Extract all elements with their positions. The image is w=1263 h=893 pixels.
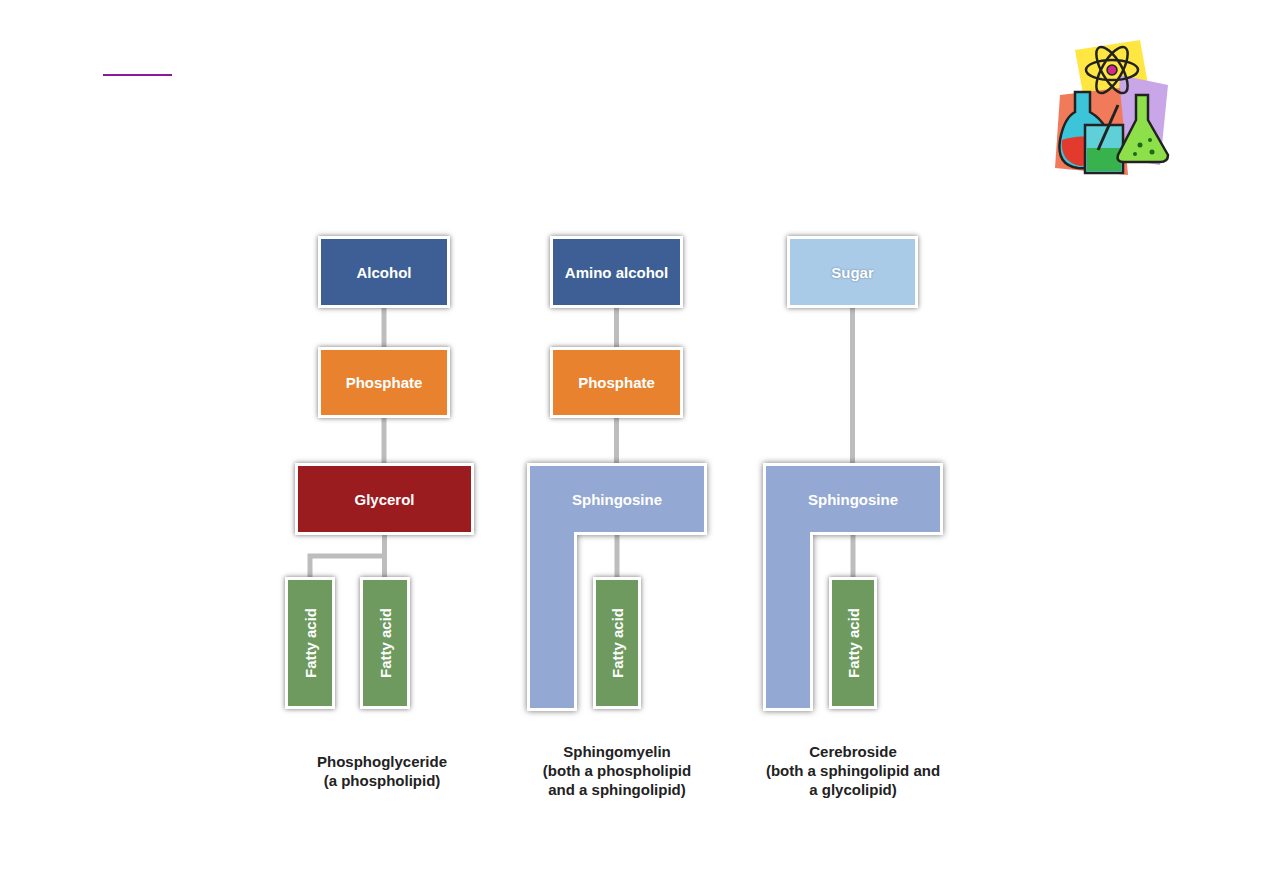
connector-line [616, 418, 617, 463]
node-label: Sphingosine [808, 491, 898, 508]
node-label: Sphingosine [572, 491, 662, 508]
node-label: Fatty acid [845, 608, 862, 678]
caption-text: (a phospholipid) [267, 771, 497, 790]
amino-alcohol-box: Amino alcohol [550, 236, 683, 308]
node-label: Amino alcohol [565, 264, 668, 281]
connector-line [384, 308, 385, 347]
connector-line [384, 535, 385, 577]
connector-line [310, 535, 385, 577]
l-shape-path [765, 465, 942, 710]
caption-text: Sphingomyelin [502, 742, 732, 761]
sugar-box: Sugar [787, 236, 918, 308]
caption-text: (both a sphingolipid and a glycolipid) [765, 761, 941, 799]
phosphate-box: Phosphate [318, 347, 450, 418]
connector-line [853, 535, 854, 577]
fatty-acid-box: Fatty acid [829, 577, 877, 709]
connector-line [852, 308, 853, 463]
node-label: Fatty acid [609, 608, 626, 678]
fatty-acid-box: Fatty acid [285, 577, 335, 709]
connector-line [384, 418, 385, 463]
connector-line [616, 308, 617, 347]
l-shape-path [529, 465, 706, 710]
caption-text: Phosphoglyceride [267, 752, 497, 771]
connector-line [617, 535, 618, 577]
caption-text: (both a phospholipid and a sphingolipid) [529, 761, 705, 799]
fatty-acid-box: Fatty acid [593, 577, 641, 709]
node-label: Phosphate [346, 374, 423, 391]
link-underline [103, 74, 172, 76]
caption-text: Cerebroside [738, 742, 968, 761]
node-label: Phosphate [578, 374, 655, 391]
fatty-acid-box: Fatty acid [360, 577, 410, 709]
node-label: Glycerol [354, 491, 414, 508]
node-label: Sugar [831, 264, 874, 281]
science-clipart [1055, 40, 1168, 175]
glycerol-box: Glycerol [295, 463, 474, 535]
alcohol-box: Alcohol [318, 236, 450, 308]
node-label: Fatty acid [377, 608, 394, 678]
node-label: Fatty acid [302, 608, 319, 678]
phosphate-box: Phosphate [550, 347, 683, 418]
node-label: Alcohol [357, 264, 412, 281]
